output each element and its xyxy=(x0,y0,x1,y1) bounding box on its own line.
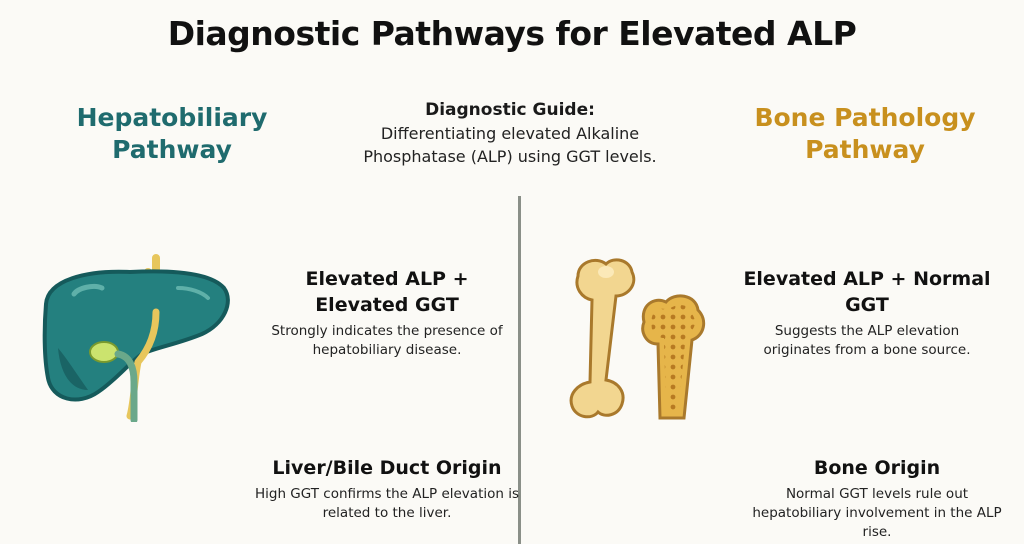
hepatobiliary-finding: Elevated ALP + Elevated GGT Strongly ind… xyxy=(262,266,512,360)
hepatobiliary-origin-title: Liver/Bile Duct Origin xyxy=(272,457,502,479)
hepatobiliary-finding-text: Strongly indicates the presence of hepat… xyxy=(271,323,503,358)
bone-heading: Bone Pathology Pathway xyxy=(754,103,976,164)
page-title: Diagnostic Pathways for Elevated ALP xyxy=(167,14,857,53)
bone-finding-title: Elevated ALP + Normal GGT xyxy=(743,268,991,316)
hepatobiliary-origin: Liver/Bile Duct Origin High GGT confirms… xyxy=(252,455,522,523)
hepatobiliary-heading: Hepatobiliary Pathway xyxy=(76,103,268,164)
bone-origin-text: Normal GGT levels rule out hepatobiliary… xyxy=(752,486,1002,540)
guide-title: Diagnostic Guide: xyxy=(425,100,595,120)
diagnostic-guide: Diagnostic Guide: Differentiating elevat… xyxy=(330,98,690,168)
bone-icon xyxy=(569,258,706,420)
center-divider xyxy=(518,196,521,544)
bone-finding: Elevated ALP + Normal GGT Suggests the A… xyxy=(742,266,992,360)
bone-finding-text: Suggests the ALP elevation originates fr… xyxy=(763,323,971,358)
bone-origin-title: Bone Origin xyxy=(813,457,941,479)
guide-text: Differentiating elevated Alkaline Phosph… xyxy=(363,124,657,166)
bone-origin: Bone Origin Normal GGT levels rule out h… xyxy=(752,455,1002,542)
liver-icon xyxy=(42,254,230,422)
hepatobiliary-origin-text: High GGT confirms the ALP elevation is r… xyxy=(254,486,520,521)
hepatobiliary-finding-title: Elevated ALP + Elevated GGT xyxy=(305,268,469,316)
